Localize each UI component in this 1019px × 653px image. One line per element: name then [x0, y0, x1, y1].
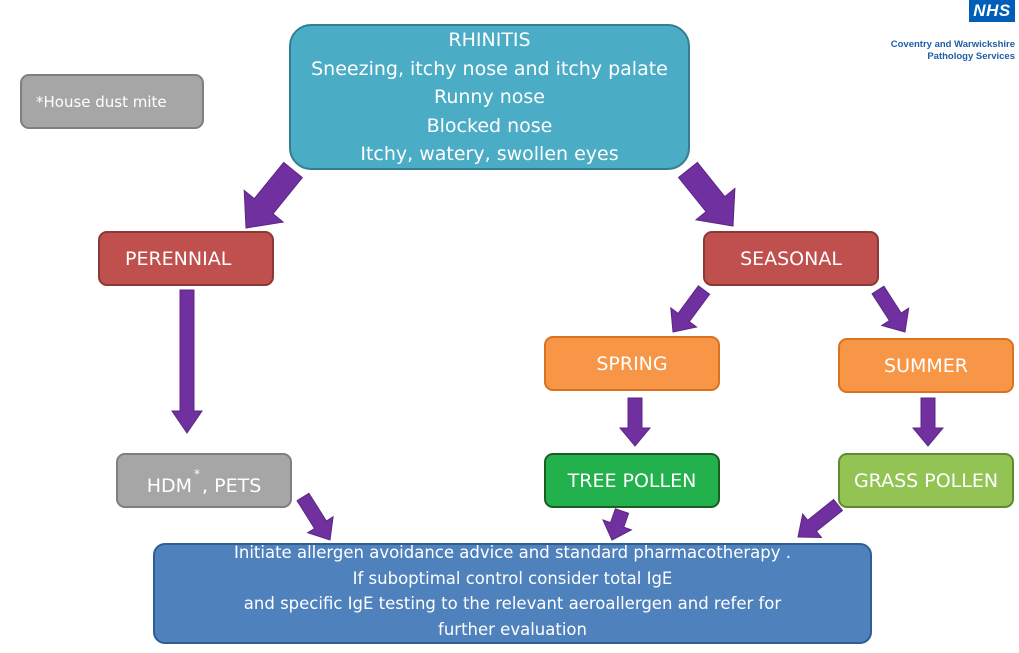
rhinitis-title: RHINITIS [448, 29, 531, 51]
arrow-grass-pollen-to-action [797, 498, 844, 539]
summer-node: SUMMER [838, 338, 1014, 393]
seasonal-node: SEASONAL [703, 231, 879, 286]
action-line-2: If suboptimal control consider total IgE [352, 568, 673, 588]
perennial-node: PERENNIAL [98, 231, 274, 286]
symptom-blocked-nose: Blocked nose [426, 114, 553, 137]
logo-line-1: Coventry and Warwickshire [890, 39, 1015, 50]
arrow-hdm-to-action [296, 492, 334, 541]
perennial-label: PERENNIAL [125, 247, 232, 270]
arrow-rhinitis-to-perennial [243, 161, 304, 229]
tree-pollen-node: TREE POLLEN [544, 453, 720, 508]
logo-line-2: Pathology Services [927, 51, 1015, 62]
action-line-1: Initiate allergen avoidance advice and s… [234, 543, 791, 562]
arrow-spring-to-tree-pollen [618, 397, 652, 447]
action-line-4: further evaluation [438, 619, 587, 639]
note-text: *House dust mite [36, 92, 167, 111]
house-dust-mite-note: *House dust mite [20, 74, 204, 129]
grass-pollen-node: GRASS POLLEN [838, 453, 1014, 508]
arrow-rhinitis-to-seasonal [677, 161, 736, 227]
arrow-perennial-to-hdm [171, 289, 203, 434]
action-line-3: and specific IgE testing to the relevant… [243, 594, 782, 613]
arrow-seasonal-to-summer [871, 285, 910, 333]
arrow-summer-to-grass-pollen [911, 397, 945, 447]
summer-label: SUMMER [884, 354, 968, 377]
rhinitis-node: RHINITIS Sneezing, itchy nose and itchy … [289, 24, 690, 170]
pets-label: , PETS [202, 474, 262, 497]
symptom-eyes: Itchy, watery, swollen eyes [360, 143, 619, 165]
hdm-pets-node: HDM * , PETS [116, 453, 292, 508]
pathology-services-logo-text: Coventry and Warwickshire Pathology Serv… [891, 39, 1015, 63]
symptom-sneezing: Sneezing, itchy nose and itchy palate [311, 57, 668, 80]
hdm-label: HDM [146, 474, 193, 497]
spring-node: SPRING [544, 336, 720, 391]
hdm-asterisk: * [194, 466, 201, 481]
seasonal-label: SEASONAL [740, 247, 842, 270]
action-node: Initiate allergen avoidance advice and s… [153, 543, 872, 644]
nhs-logo: NHS [969, 0, 1015, 22]
symptom-runny-nose: Runny nose [433, 86, 545, 108]
grass-pollen-label: GRASS POLLEN [853, 469, 999, 492]
spring-label: SPRING [596, 352, 668, 375]
arrow-tree-pollen-to-action [602, 508, 633, 541]
arrow-seasonal-to-spring [670, 285, 711, 333]
tree-pollen-label: TREE POLLEN [567, 469, 697, 492]
